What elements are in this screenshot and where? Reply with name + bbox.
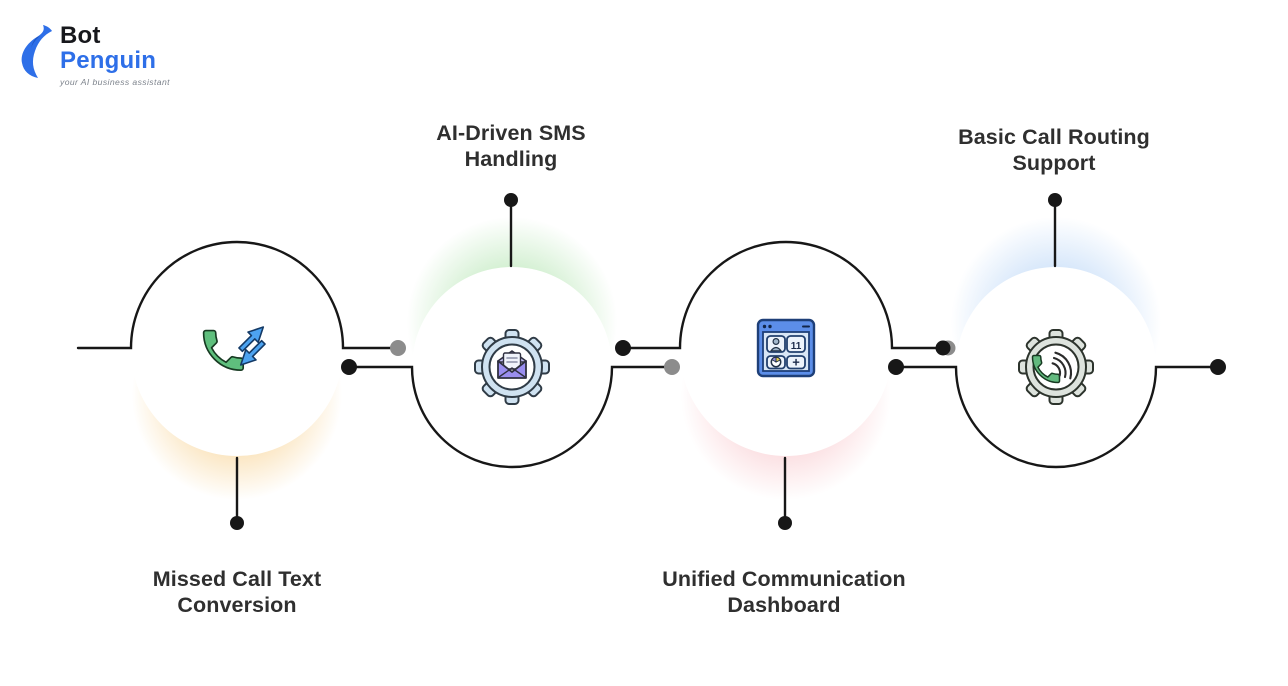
dashboard-tile-plus: + — [792, 355, 800, 370]
feature-circle-missed-call — [131, 244, 343, 456]
phone-transfer-icon — [202, 326, 266, 372]
logo-penguin-text: Penguin — [60, 47, 157, 74]
dashboard-icon: 11 + — [756, 318, 816, 378]
feature-label-missed-call: Missed Call Text Conversion — [152, 567, 322, 618]
logo-bot-text: Bot — [60, 22, 101, 49]
logo-tagline: your AI business assistant — [60, 77, 170, 87]
penguin-icon — [21, 25, 52, 78]
dashboard-tile-number: 11 — [791, 341, 802, 352]
feature-label-call-routing: Basic Call Routing Support — [958, 125, 1150, 176]
botpenguin-logo: Bot Penguin your AI business assistant — [16, 24, 170, 87]
feature-label-dashboard: Unified Communication Dashboard — [662, 567, 906, 618]
gear-mail-icon — [474, 329, 550, 405]
black-dot — [1210, 359, 1226, 375]
feature-circle-sms-handling — [412, 267, 612, 467]
gear-phone-icon — [1018, 329, 1094, 405]
feature-circle-call-routing — [956, 267, 1156, 467]
feature-circle-dashboard: 11 + — [680, 244, 892, 456]
feature-label-sms-handling: AI-Driven SMS Handling — [436, 121, 586, 172]
